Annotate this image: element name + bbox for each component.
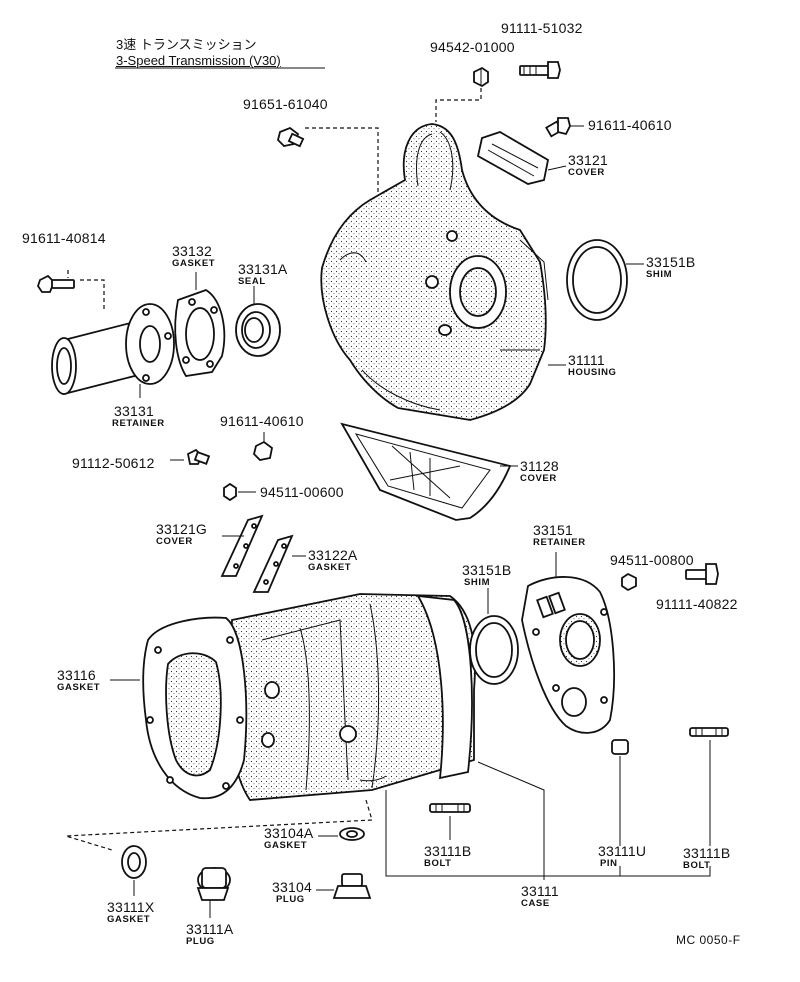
diagram-code: MC 0050-F <box>676 933 741 947</box>
part-name: SHIM <box>464 577 491 588</box>
part-name: SEAL <box>238 276 266 287</box>
plug-icon <box>332 873 372 899</box>
part-name: PLUG <box>186 936 215 947</box>
washer-icon <box>121 845 147 879</box>
leader-line <box>477 761 545 880</box>
part-name: GASKET <box>264 840 308 851</box>
part-name: GASKET <box>172 258 216 269</box>
gasket-strip-icon <box>252 534 294 593</box>
stud-bolt-icon <box>689 727 729 737</box>
bolt-icon <box>253 432 273 461</box>
part-name: BOLT <box>424 858 452 869</box>
stud-bolt-icon <box>429 803 471 813</box>
retainer-plate-icon <box>521 576 615 734</box>
bolt-icon <box>277 126 305 148</box>
part-number[interactable]: 33132 <box>172 243 212 259</box>
part-number[interactable]: 94511-00800 <box>610 552 694 568</box>
nut-icon <box>473 66 489 88</box>
part-number[interactable]: 33131A <box>238 261 288 277</box>
part-number[interactable]: 33111B <box>683 845 731 861</box>
diagram-title: 3-Speed Transmission (V30) <box>116 53 281 68</box>
part-name: RETAINER <box>112 418 165 429</box>
part-name: SHIM <box>646 269 673 280</box>
plug-icon <box>196 867 231 901</box>
gasket-icon <box>174 289 226 377</box>
part-name: PIN <box>600 858 618 869</box>
cover-strip-icon <box>220 514 264 577</box>
shim-ring-icon <box>566 239 628 321</box>
part-name: PLUG <box>276 894 305 905</box>
part-number[interactable]: 33151B <box>462 562 512 578</box>
part-name: COVER <box>156 536 193 547</box>
case-icon <box>228 593 476 801</box>
part-number[interactable]: 91111-51032 <box>501 20 583 36</box>
bolt-icon <box>186 448 211 465</box>
part-number[interactable]: 33116 <box>57 667 96 683</box>
part-number[interactable]: 33111A <box>186 921 234 937</box>
part-name: RETAINER <box>533 537 586 548</box>
part-number[interactable]: 91112-50612 <box>72 455 155 471</box>
leader-line <box>385 790 711 877</box>
bolt-icon <box>37 274 75 293</box>
part-number[interactable]: 33151B <box>646 254 696 270</box>
part-number[interactable]: 31128 <box>520 458 559 474</box>
retainer-icon <box>51 303 175 396</box>
part-number[interactable]: 33111 <box>521 883 559 899</box>
part-number[interactable]: 33111X <box>107 899 155 915</box>
part-number[interactable]: 91651-61040 <box>243 96 328 112</box>
part-name: GASKET <box>57 682 101 693</box>
leader-line <box>67 270 105 312</box>
part-name: CASE <box>521 898 550 909</box>
leader-line <box>547 165 567 171</box>
part-number[interactable]: 33104A <box>264 825 314 841</box>
part-name: BOLT <box>683 860 711 871</box>
part-name: HOUSING <box>568 367 617 378</box>
part-number[interactable]: 33151 <box>533 522 573 538</box>
bolt-icon <box>545 117 571 138</box>
part-number[interactable]: 33104 <box>272 879 312 895</box>
shim-ring-icon <box>469 615 519 685</box>
part-number[interactable]: 33111B <box>424 843 472 859</box>
part-number[interactable]: 94542-01000 <box>430 39 515 55</box>
part-number[interactable]: 94511-00600 <box>260 484 344 500</box>
diagram-title-jp: 3速 トランスミッション <box>116 37 257 52</box>
cover-plate-icon <box>340 422 512 521</box>
part-number[interactable]: 91111-40822 <box>656 596 738 612</box>
bolt-icon <box>519 61 561 79</box>
part-number[interactable]: 33121G <box>156 521 208 537</box>
part-number[interactable]: 33122A <box>308 547 358 563</box>
nut-icon <box>223 482 237 502</box>
seal-icon <box>235 303 281 357</box>
gasket-icon <box>142 616 248 800</box>
part-name: GASKET <box>107 914 151 925</box>
part-name: COVER <box>520 473 557 484</box>
part-number[interactable]: 33111U <box>598 843 647 859</box>
part-name: COVER <box>568 167 605 178</box>
bolt-icon <box>685 563 719 585</box>
part-number[interactable]: 91611-40610 <box>220 413 304 429</box>
part-number[interactable]: 91611-40610 <box>588 117 672 133</box>
part-number[interactable]: 91611-40814 <box>22 230 106 246</box>
pin-icon <box>611 739 629 755</box>
leader-line <box>65 799 373 851</box>
part-number[interactable]: 33131 <box>114 403 154 419</box>
washer-icon <box>339 827 365 841</box>
part-number[interactable]: 33121 <box>568 152 608 168</box>
part-name: GASKET <box>308 562 352 573</box>
cover-plate-icon <box>476 131 550 185</box>
nut-icon <box>621 572 637 592</box>
leader-line <box>435 88 482 122</box>
part-number[interactable]: 31111 <box>568 352 605 368</box>
housing-icon <box>320 123 549 421</box>
